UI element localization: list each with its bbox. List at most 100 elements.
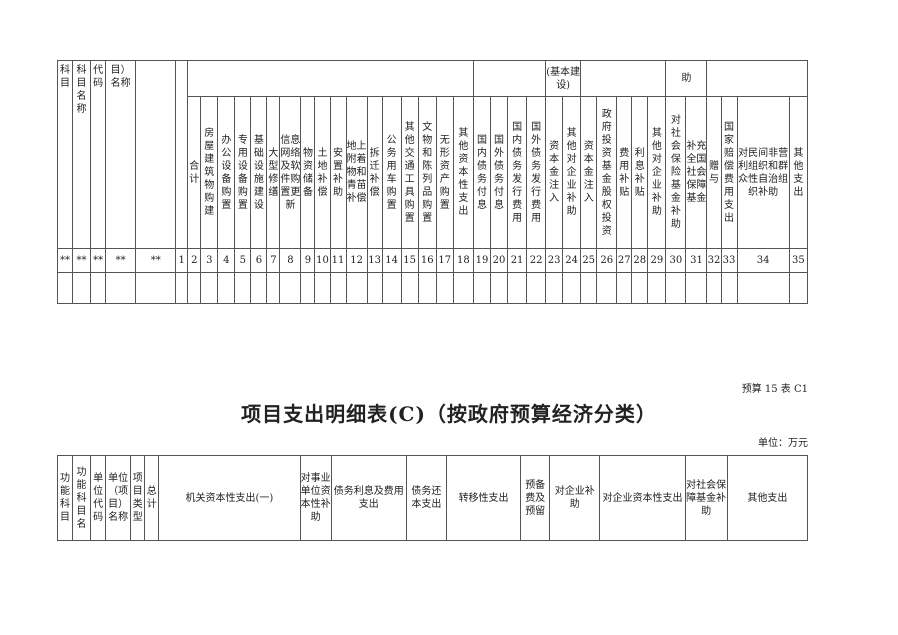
column-header: 对民间非营利组织和群众性自治组织补助 (736, 96, 790, 249)
empty-cell (490, 272, 509, 304)
id-header: 代码 (90, 60, 107, 249)
empty-cell (647, 272, 667, 304)
column-number: 29 (647, 248, 667, 273)
column-header: 安置补助 (329, 96, 347, 249)
empty-cell (545, 272, 564, 304)
column-header: 无形资产购置 (435, 96, 454, 249)
column-number: 4 (217, 248, 236, 273)
column-header: 功能科目 (56, 455, 74, 541)
column-number: ** (56, 248, 74, 273)
column-number: 1 (175, 248, 189, 273)
column-header: 转移性支出 (445, 455, 522, 541)
empty-cell (788, 272, 809, 304)
column-header: 国家赔偿费用支出 (720, 96, 738, 249)
column-header: 补充全国社会保障基金 (685, 96, 708, 249)
column-header: 土地补偿 (314, 96, 331, 249)
column-header: 项目类型 (130, 455, 146, 541)
empty-cell (135, 272, 177, 304)
column-header: 资本金注入 (580, 96, 598, 249)
empty-cell (526, 272, 547, 304)
id-header (135, 60, 177, 249)
project-expenditure-table: 功能科目功能科目名单位代码单位（项目）名称项目类型总计机关资本性支出(一)对事业… (56, 455, 809, 541)
column-header: 公务用车购置 (381, 96, 402, 249)
capital-expenditure-detail-table: 科目科目名称代码目）名称(基本建设)助合计房屋建筑物购建办公设备购置专用设备购置… (56, 60, 809, 304)
empty-cell (400, 272, 419, 304)
id-header: 科目 (56, 60, 74, 249)
group-header (472, 60, 547, 97)
empty-cell (665, 272, 687, 304)
column-number: 12 (345, 248, 368, 273)
column-header: 资本金注入 (545, 96, 564, 249)
column-number: 31 (685, 248, 708, 273)
column-number: ** (72, 248, 92, 273)
column-number: 28 (631, 248, 649, 273)
column-number: 24 (562, 248, 582, 273)
column-number: 22 (526, 248, 547, 273)
column-header: 单位代码 (90, 455, 107, 541)
empty-cell (279, 272, 302, 304)
empty-cell (250, 272, 268, 304)
column-header: 债务还本支出 (405, 455, 447, 541)
column-header: 文物和陈列品购置 (417, 96, 437, 249)
empty-cell (706, 272, 722, 304)
column-header: 房屋建筑物购建 (200, 96, 219, 249)
column-header: 单位（项目）名称 (105, 455, 132, 541)
empty-cell (631, 272, 649, 304)
column-header: 利息补贴 (631, 96, 649, 249)
column-number: 33 (720, 248, 738, 273)
column-number: 35 (788, 248, 809, 273)
empty-cell (200, 272, 219, 304)
column-number: 26 (596, 248, 618, 273)
group-header: (基本建设) (545, 60, 582, 97)
column-number: 27 (616, 248, 633, 273)
empty-cell (596, 272, 618, 304)
column-header: 国外债务发行费用 (526, 96, 547, 249)
column-header: 专用设备购置 (234, 96, 252, 249)
empty-cell (266, 272, 281, 304)
column-header: 其他支出 (726, 455, 809, 541)
column-number: 32 (706, 248, 722, 273)
column-header: 政府投资基金股权投资 (596, 96, 618, 249)
empty-cell (329, 272, 347, 304)
empty-cell (56, 272, 74, 304)
column-header: 基础设施建设 (250, 96, 268, 249)
column-header: 债务利息及费用支出 (330, 455, 407, 541)
column-header: 国外债务付息 (490, 96, 509, 249)
empty-cell (187, 272, 202, 304)
row-number-header (175, 60, 189, 249)
column-header: 大型修缮 (266, 96, 281, 249)
column-number: 21 (507, 248, 528, 273)
empty-cell (381, 272, 402, 304)
column-header: 对企业资本性支出 (599, 455, 686, 541)
column-number: 34 (736, 248, 790, 273)
column-header: 国内债务付息 (472, 96, 492, 249)
empty-cell (417, 272, 437, 304)
column-header: 预备费及预留 (520, 455, 551, 541)
column-header: 对社会保险基金补助 (665, 96, 687, 249)
column-header: 信息网络及软件购置更新 (279, 96, 302, 249)
column-header: 机关资本性支出(一) (158, 455, 301, 541)
page-title: 项目支出明细表(C)（按政府预算经济分类） (241, 402, 657, 426)
column-number: 5 (234, 248, 252, 273)
empty-cell (217, 272, 236, 304)
empty-cell (452, 272, 474, 304)
column-header: 物资储备 (300, 96, 316, 249)
table-row (56, 272, 809, 304)
empty-cell (314, 272, 331, 304)
column-number: ** (105, 248, 137, 273)
column-header: 其他资本性支出 (452, 96, 474, 249)
column-header: 国内债务发行费用 (507, 96, 528, 249)
column-number: ** (90, 248, 107, 273)
column-number: 14 (381, 248, 402, 273)
column-header: 办公设备购置 (217, 96, 236, 249)
column-number: 17 (435, 248, 454, 273)
column-number: 11 (329, 248, 347, 273)
unit-label: 单位：万元 (758, 438, 808, 449)
empty-cell (90, 272, 107, 304)
column-header: 对企业补助 (549, 455, 601, 541)
column-header: 功能科目名 (72, 455, 92, 541)
column-header: 地上附着物和青苗补偿 (345, 96, 368, 249)
empty-cell (435, 272, 454, 304)
column-number: 20 (490, 248, 509, 273)
column-header: 费用补贴 (616, 96, 633, 249)
